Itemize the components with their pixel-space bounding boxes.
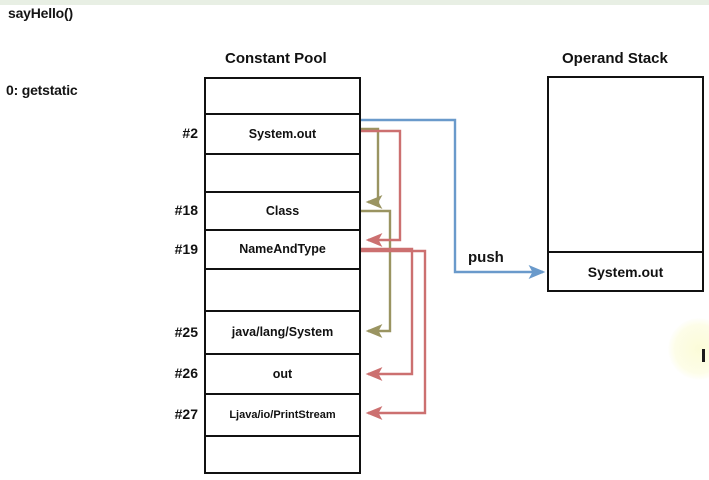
constant-pool-row [206, 77, 359, 115]
constant-pool-index-label: #19 [174, 240, 198, 257]
operand-stack-top-slot: System.out [549, 253, 702, 291]
constant-pool-row [206, 270, 359, 312]
arrow-push-to-operand-stack [361, 118, 546, 279]
operand-stack-top-value: System.out [587, 264, 664, 280]
arrow-ref-19-to-27 [361, 249, 427, 420]
constant-pool-cell-value: System.out [248, 126, 317, 141]
constant-pool-row: out [206, 355, 359, 395]
constant-pool-index-label: #25 [174, 323, 198, 340]
constant-pool-cell-value: java/lang/System [231, 325, 334, 339]
arrow-ref-2-to-18 [361, 127, 383, 209]
constant-pool-index-label: #18 [174, 202, 198, 218]
constant-pool-row: Class [206, 193, 359, 231]
arrow-ref-18-to-25 [361, 209, 392, 338]
method-label: sayHello() [8, 5, 73, 21]
top-edge-strip [0, 0, 709, 5]
constant-pool-row: java/lang/System [206, 312, 359, 355]
constant-pool-cell-value: Class [265, 203, 300, 218]
constant-pool-row [206, 437, 359, 474]
constant-pool-cell-value: out [272, 366, 293, 381]
constant-pool-row: Ljava/io/PrintStream [206, 395, 359, 437]
operand-stack-title: Operand Stack [562, 50, 668, 67]
operand-stack-box: System.out [547, 76, 704, 292]
constant-pool-row: System.out [206, 115, 359, 155]
arrow-ref-19-to-26 [361, 247, 414, 381]
arrow-ref-2-to-19 [361, 129, 402, 247]
constant-pool-cell-value: Ljava/io/PrintStream [229, 408, 336, 421]
constant-pool-row: NameAndType [206, 231, 359, 270]
instruction-label: 0: getstatic [6, 82, 78, 98]
constant-pool-index-label: #27 [174, 406, 198, 422]
constant-pool-index-label: #26 [174, 365, 198, 381]
constant-pool-index-label: #2 [182, 125, 198, 141]
push-label: push [468, 249, 504, 266]
constant-pool-cell-value: NameAndType [239, 242, 326, 256]
text-cursor-icon [702, 349, 705, 362]
operand-stack-divider [549, 251, 702, 253]
constant-pool-title: Constant Pool [225, 50, 327, 67]
constant-pool-row [206, 155, 359, 193]
